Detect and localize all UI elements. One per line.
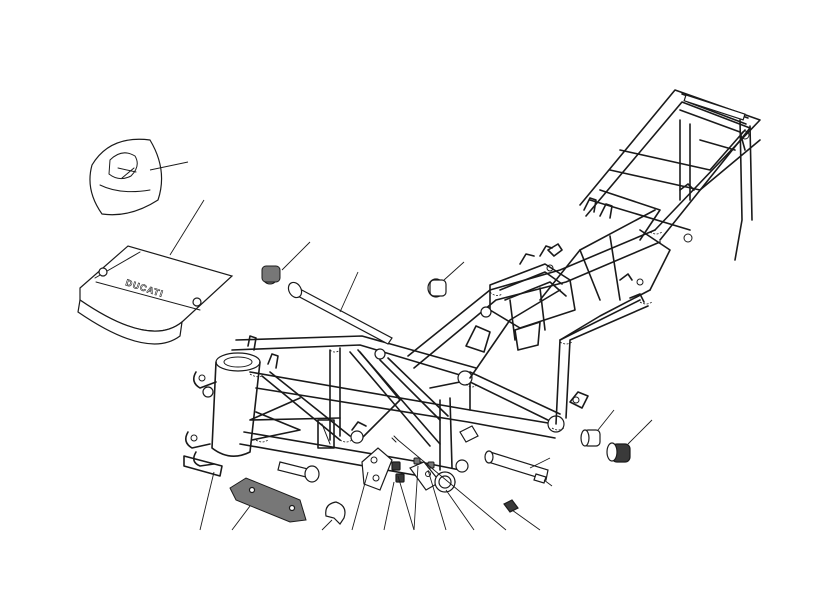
trellis-frame [184,89,761,483]
lower-parts [183,435,456,525]
pivot-spindle [261,265,447,345]
leader-pouch [149,161,189,171]
leader-spindle [339,271,359,313]
leader-plug-b [627,419,653,445]
leader-tool-bag [169,199,205,256]
leader-tube [529,457,551,469]
leader-plug-a [597,409,615,431]
leader-spindle-bush-right [443,261,465,281]
leader-spindle-bush-left [281,241,311,271]
tool-bag: DUCATI [77,245,234,345]
documents-pouch [89,138,163,216]
leader-bolt [543,479,553,487]
frame-plugs [459,425,631,513]
bottom-leaders [199,439,541,531]
